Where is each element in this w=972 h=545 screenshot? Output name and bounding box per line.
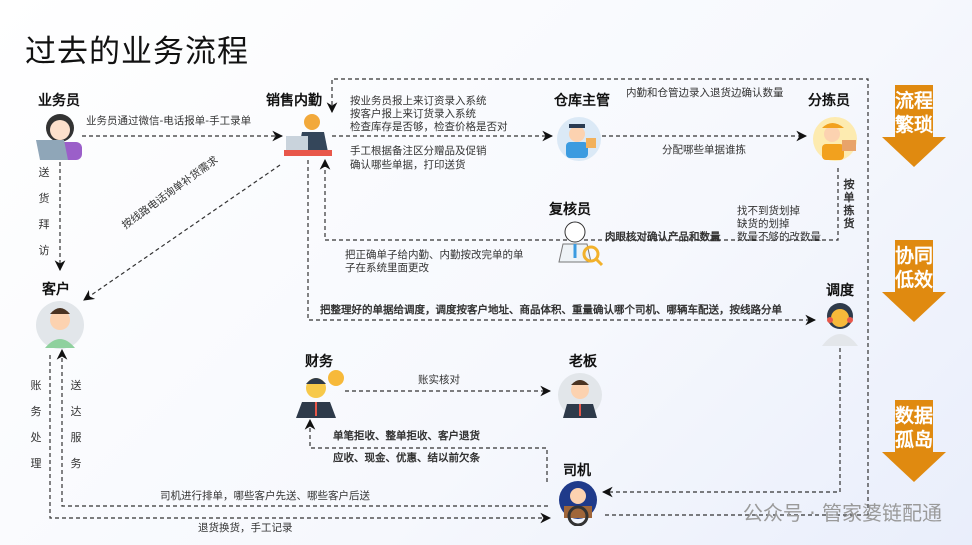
role-finance: 财务 xyxy=(305,354,333,370)
banner-data-silos: 数据孤岛 xyxy=(882,400,946,482)
note-driver-collect: 应收、现金、优惠、结以前欠条 xyxy=(333,452,480,464)
role-salesman: 业务员 xyxy=(38,93,80,109)
driver-avatar xyxy=(559,481,597,526)
sales-clerk-avatar xyxy=(284,114,332,156)
note-to-dispatch: 把整理好的单据给调度，调度按客户地址、商品体积、重量确认哪个司机、哪辆车配送，按… xyxy=(320,304,782,316)
note-line: 子在系统里面更改 xyxy=(345,262,429,274)
note-clerk-tasks: 按业务员报上来订资录入系统 按客户报上来订货录入系统 检查库存是否够，检查价格是… xyxy=(350,95,508,134)
role-boss: 老板 xyxy=(569,354,597,370)
banner-arrow-icon xyxy=(882,452,946,482)
note-driver-schedule: 司机进行排单，哪些客户先送、哪些客户后送 xyxy=(160,490,370,502)
note-clerk-tasks2: 手工根据备注区分赠品及促销 确认哪些单据，打印送货 xyxy=(350,144,487,172)
banner-text: 数据孤岛 xyxy=(895,400,933,452)
customer-avatar xyxy=(36,301,84,349)
note-correct-orders: 把正确单子给内勤、内勤按改完单的单 子在系统里面更改 xyxy=(345,249,524,275)
note-check-fix: 找不到货划掉 缺货的划掉 数量不够的改数量 xyxy=(737,205,821,244)
line-top-loop xyxy=(326,78,869,515)
note-line: 数量不够的改数量 xyxy=(737,231,821,243)
picker-avatar xyxy=(813,117,857,161)
banner-text: 协同低效 xyxy=(895,240,933,292)
warehouse-manager-avatar xyxy=(557,117,601,161)
page-title: 过去的业务流程 xyxy=(25,34,249,70)
banner-complex-process: 流程繁琐 xyxy=(882,85,946,167)
note-return-exchange: 退货换货，手工记录 xyxy=(198,522,293,534)
line-dispatch-driver xyxy=(601,348,841,498)
note-pick-by-order: 按单拣货 xyxy=(843,178,855,230)
role-driver: 司机 xyxy=(563,463,591,479)
note-visit: 送货拜访 xyxy=(38,166,50,257)
note-salesman-to-clerk: 业务员通过微信-电话报单-手工录单 xyxy=(86,115,252,127)
banner-arrow-icon xyxy=(882,137,946,167)
role-sales-clerk: 销售内勤 xyxy=(266,93,322,109)
note-assign-picking: 分配哪些单据谁拣 xyxy=(662,144,746,156)
role-customer: 客户 xyxy=(42,282,70,298)
line-customer-service xyxy=(56,348,548,507)
note-reconcile: 账实核对 xyxy=(418,374,460,386)
role-dispatcher: 调度 xyxy=(826,283,854,299)
note-line: 检查库存是否够，检查价格是否对 xyxy=(350,121,508,133)
banner-text: 流程繁琐 xyxy=(895,85,933,137)
note-line: 找不到货划掉 xyxy=(737,205,800,217)
note-line: 按业务员报上来订资录入系统 xyxy=(350,95,487,107)
note-line: 确认哪些单据，打印送货 xyxy=(350,159,466,171)
line-clerk-dispatch xyxy=(307,160,817,326)
banner-low-collaboration: 协同低效 xyxy=(882,240,946,322)
finance-avatar xyxy=(296,370,344,418)
note-line: 把正确单子给内勤、内勤按改完单的单 xyxy=(345,249,524,261)
note-delivery-service: 送达服务 xyxy=(70,379,82,470)
role-picker: 分拣员 xyxy=(808,93,850,109)
note-accounting: 账务处理 xyxy=(30,379,42,470)
boss-avatar xyxy=(558,373,602,418)
role-warehouse: 仓库主管 xyxy=(554,93,610,109)
banner-arrow-icon xyxy=(882,292,946,322)
note-visual-check: 肉眼核对确认产品和数量 xyxy=(605,231,721,243)
note-line: 按客户报上来订货录入系统 xyxy=(350,108,476,120)
line-accounting-driver xyxy=(49,355,552,524)
note-driver-returns: 单笔拒收、整单拒收、客户退货 xyxy=(333,430,480,442)
watermark: 公众号 · 管家婆链配通 xyxy=(742,501,942,525)
dispatcher-avatar xyxy=(822,303,858,346)
line-picker-checker-clerk xyxy=(319,158,839,241)
line-clerk-customer xyxy=(83,164,281,301)
salesman-avatar xyxy=(36,114,82,160)
checker-avatar xyxy=(558,221,604,267)
line-driver-finance xyxy=(304,418,548,482)
note-line: 手工根据备注区分赠品及促销 xyxy=(350,145,487,157)
note-line: 缺货的划掉 xyxy=(737,218,790,230)
role-checker: 复核员 xyxy=(549,202,591,218)
note-return-confirm: 内勤和仓管边录入退货边确认数量 xyxy=(626,87,784,99)
